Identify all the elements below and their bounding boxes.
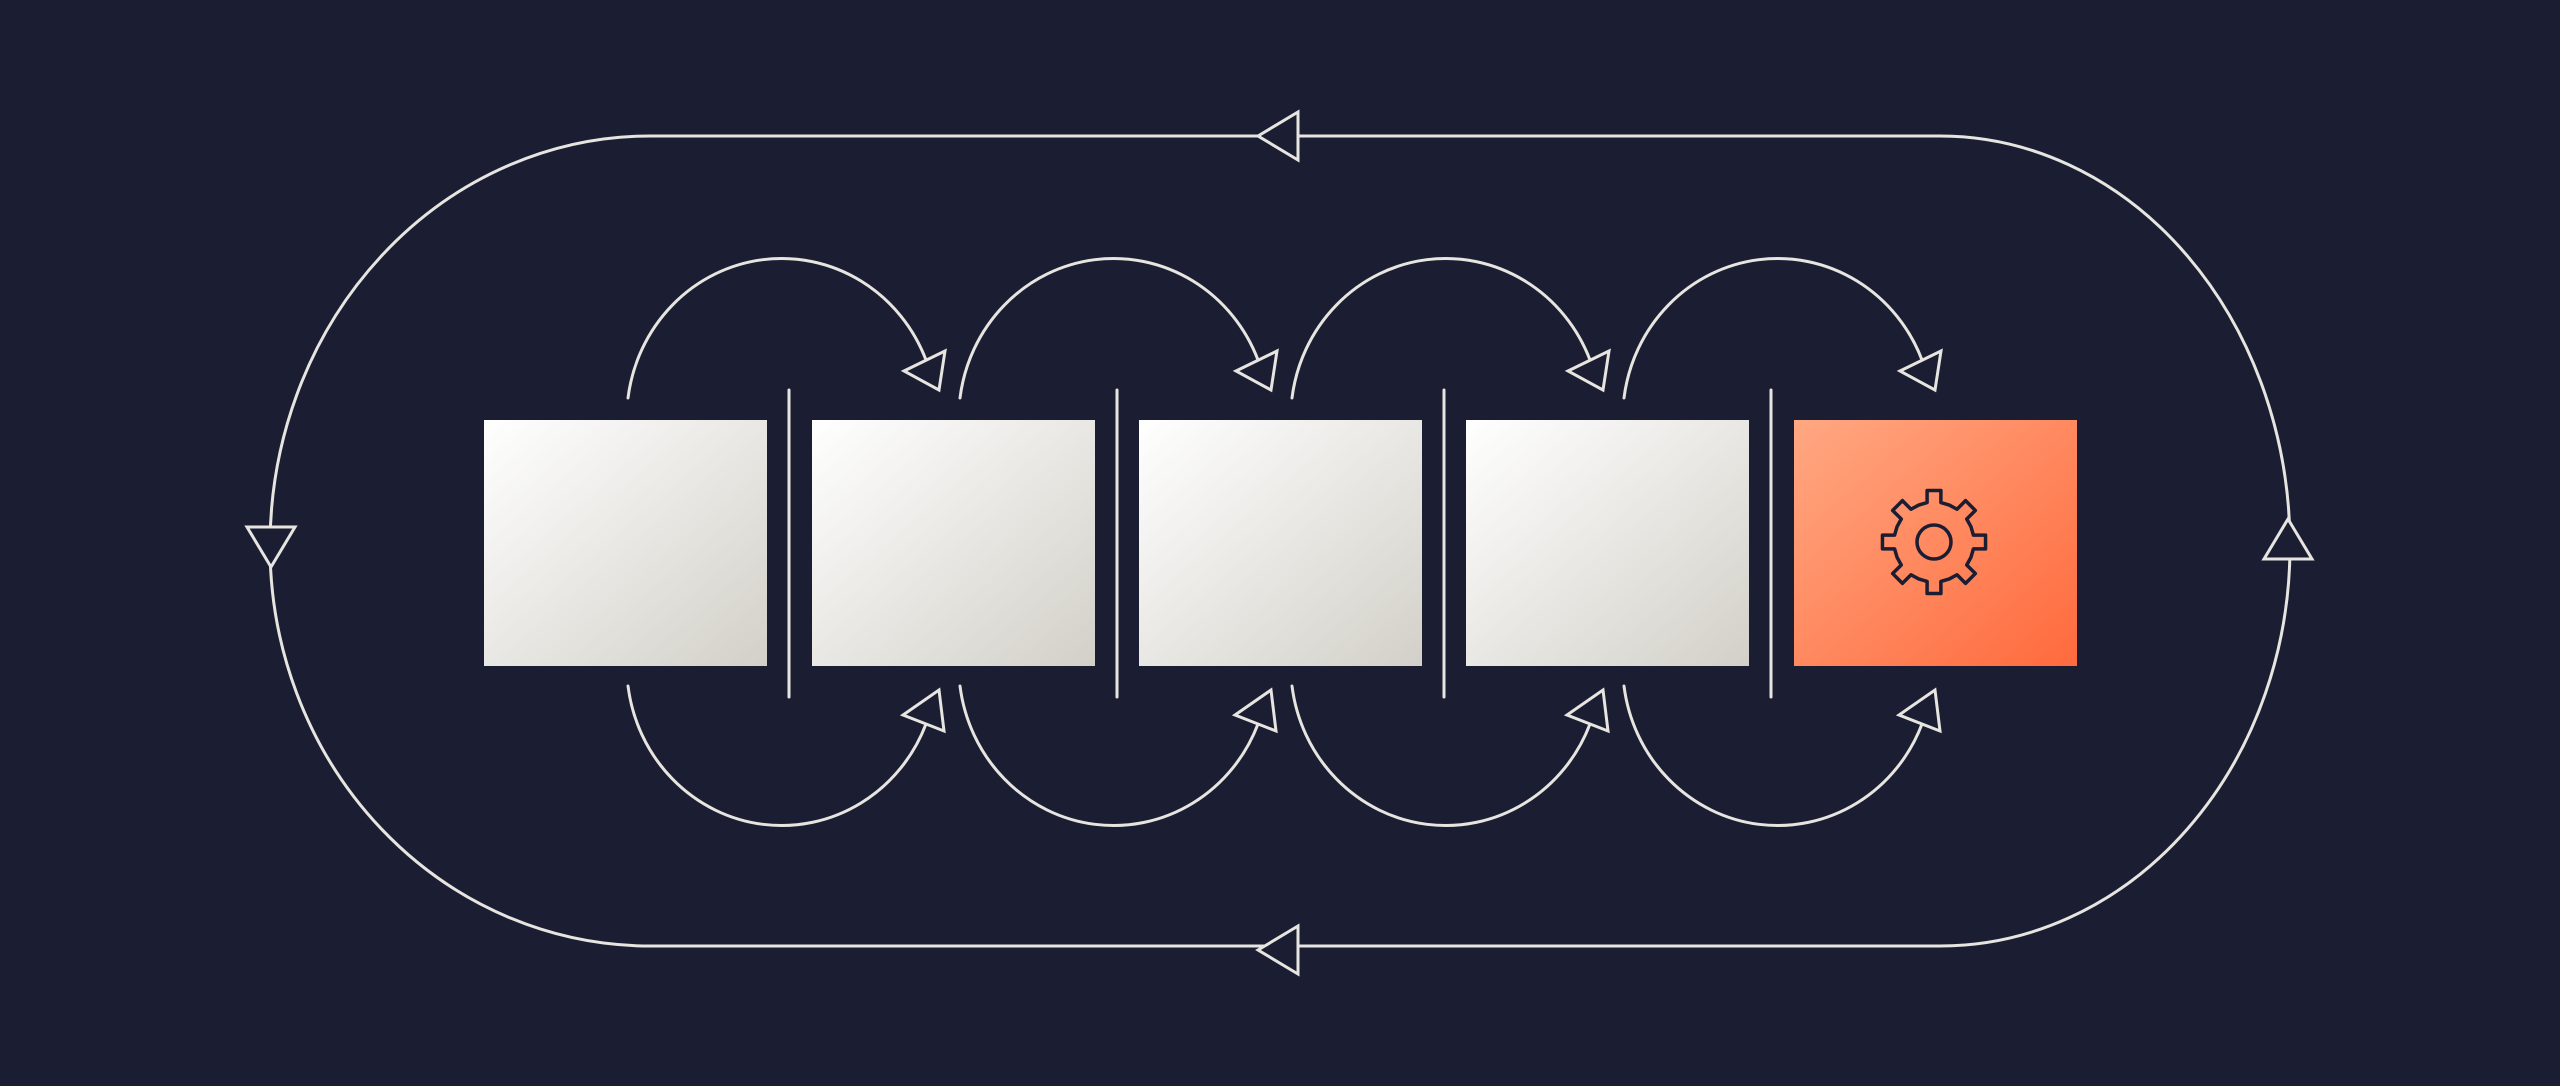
stage-box-1 [484,420,767,666]
stage-box-5-active [1794,420,2077,666]
hop-arrow-bottom-2 [1231,687,1278,734]
hop-arrow-bottom-3 [1563,687,1610,734]
hop-arc-top-1 [626,257,928,400]
outer-loop-arrow-right [2261,516,2315,561]
stage-box-4 [1466,420,1749,666]
outer-loop-arrow-bottom [1255,923,1300,977]
outer-loop-arrow-left [244,525,298,570]
stage-box-2 [812,420,1095,666]
hop-arc-top-4 [1622,257,1924,400]
hop-arrow-top-1 [900,348,947,393]
hop-arrow-bottom-1 [899,687,946,734]
hop-arrow-top-2 [1232,348,1279,393]
hop-arc-bottom-2 [958,684,1260,827]
hop-arc-bottom-1 [626,684,928,827]
hop-arrow-bottom-4 [1895,687,1942,734]
hop-arrow-top-3 [1564,348,1611,393]
outer-loop-arrow-top [1255,109,1300,163]
hop-arc-bottom-3 [1290,684,1592,827]
outer-loop-path [268,134,2292,948]
hop-arc-top-3 [1290,257,1592,400]
hop-arrow-top-4 [1896,348,1943,393]
hop-arc-bottom-4 [1622,684,1924,827]
gear-icon [1880,488,1988,596]
hop-arc-top-2 [958,257,1260,400]
stage-box-3 [1139,420,1422,666]
